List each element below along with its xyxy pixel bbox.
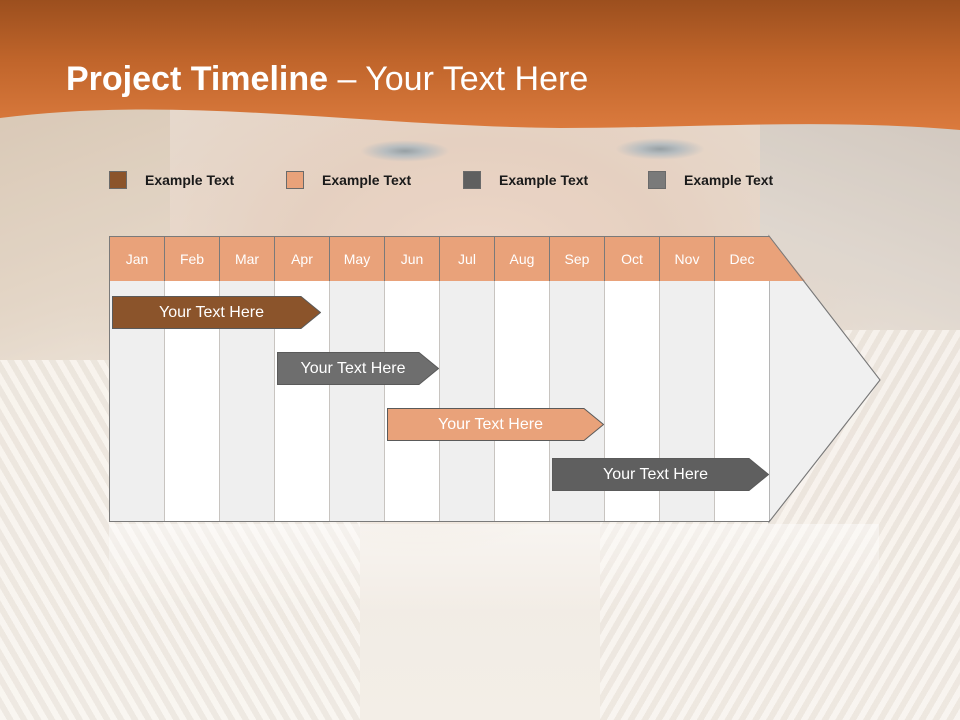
task-label: Your Text Here xyxy=(159,303,264,321)
month-column xyxy=(219,236,274,522)
month-column xyxy=(494,236,549,522)
timeline-frame xyxy=(109,236,769,522)
timeline-task-bar[interactable]: Your Text Here xyxy=(112,296,321,329)
month-header: Oct xyxy=(604,236,659,281)
legend-item-3: Example Text xyxy=(463,170,588,190)
month-header: Feb xyxy=(164,236,219,281)
month-header: Sep xyxy=(549,236,604,281)
task-arrow-shape xyxy=(552,458,769,491)
timeline-task-bar[interactable]: Your Text Here xyxy=(552,458,769,491)
month-header: Aug xyxy=(494,236,549,281)
legend-label: Example Text xyxy=(322,172,412,188)
month-header: Apr xyxy=(274,236,329,281)
month-header: Mar xyxy=(219,236,274,281)
legend-swatch xyxy=(463,171,481,189)
slide-title-bold: Project Timeline xyxy=(66,60,329,98)
month-column xyxy=(439,236,494,522)
month-header: Jun xyxy=(384,236,439,281)
slide-title-rest: – Your Text Here xyxy=(328,60,589,98)
task-label: Your Text Here xyxy=(603,465,708,483)
legend-item-2: Example Text xyxy=(286,170,411,190)
month-header: Jul xyxy=(439,236,494,281)
legend-swatch xyxy=(286,171,304,189)
legend-item-1: Example Text xyxy=(109,170,234,190)
timeline-task-bar[interactable]: Your Text Here xyxy=(277,352,439,385)
legend-label: Example Text xyxy=(684,172,774,188)
task-arrow-shape xyxy=(277,352,439,385)
month-header: May xyxy=(329,236,384,281)
background-photo-left-eye xyxy=(360,140,450,162)
slide-title: Project Timeline – Your Text Here xyxy=(66,60,588,99)
task-arrow-shape xyxy=(387,408,604,441)
legend-swatch xyxy=(109,171,127,189)
month-header: Jan xyxy=(109,236,164,281)
timeline-task-bar[interactable]: Your Text Here xyxy=(387,408,604,441)
legend-label: Example Text xyxy=(499,172,589,188)
legend-swatch xyxy=(648,171,666,189)
legend-item-4: Example Text xyxy=(648,170,773,190)
background-photo-right-eye xyxy=(615,138,705,160)
month-column xyxy=(164,236,219,522)
task-label: Your Text Here xyxy=(438,415,543,433)
month-header: Dec xyxy=(714,236,769,281)
legend-label: Example Text xyxy=(145,172,235,188)
task-arrow-shape xyxy=(112,296,321,329)
task-label: Your Text Here xyxy=(300,359,406,377)
month-header: Nov xyxy=(659,236,714,281)
